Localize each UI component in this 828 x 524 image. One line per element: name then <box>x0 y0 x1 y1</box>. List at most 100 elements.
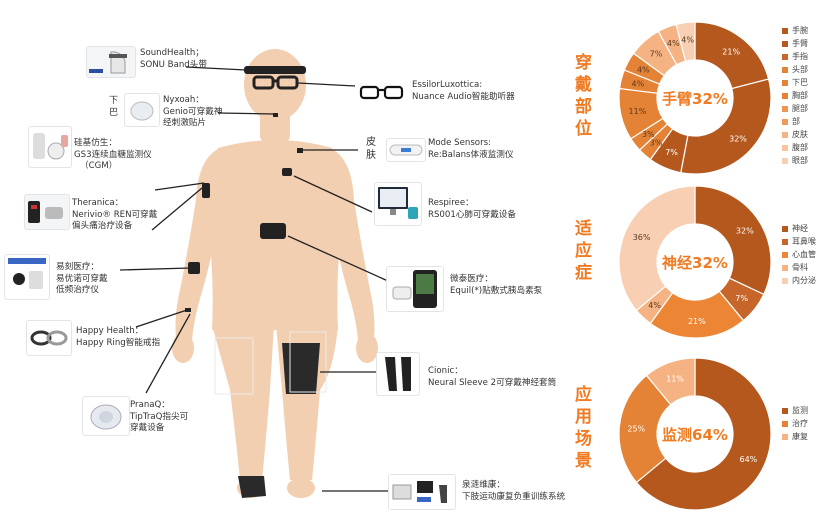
slice-data-label: 7% <box>650 50 663 59</box>
legend-entry: 眼部 <box>782 154 808 167</box>
legend-swatch <box>782 118 788 125</box>
donut-slice <box>645 357 696 406</box>
legend-entry: 部 <box>782 115 808 128</box>
legend-entry: 下巴 <box>782 76 808 89</box>
legend-label: 腹部 <box>792 143 808 152</box>
legend-label: 神经 <box>792 224 808 233</box>
donut-center-label: 手臂32% <box>662 90 728 108</box>
legend-swatch <box>782 277 788 284</box>
device-label-theranica: Theranica：Nerivio® REN可穿戴偏头痛治疗设备 <box>72 198 158 231</box>
legend-swatch <box>782 53 788 60</box>
legend-label: 腿部 <box>792 104 808 113</box>
legend-entry: 皮肤 <box>782 128 808 141</box>
donut-center-label: 监测64% <box>662 426 728 444</box>
device-label-nyxoah: Nyxoah：Genio可穿戴神经刺激贴片 <box>163 95 223 128</box>
legend-label: 手臂 <box>792 39 808 48</box>
legend-label: 皮肤 <box>792 130 808 139</box>
donut-chart-scenario: 64% 25% 11% 监测64% <box>618 357 772 511</box>
legend-swatch <box>782 157 788 164</box>
section-title-wear-location: 穿戴部位 <box>575 53 593 139</box>
legend-swatch <box>782 420 788 427</box>
chest-patch-device <box>282 168 292 176</box>
legend-entry: 骨科 <box>782 261 816 274</box>
legend-entry: 治疗 <box>782 417 808 430</box>
thumb-yikang <box>4 254 50 300</box>
donut-chart-wear-location: 21%32%7%3%3%11%4%4%7%4%4%手臂32% <box>618 21 772 175</box>
legend-entry: 耳鼻喉 <box>782 235 816 248</box>
device-label-essilor: EssilorLuxottica:Nuance Audio智能助听器 <box>412 80 515 102</box>
slice-data-label: 4% <box>648 301 661 310</box>
donut-slice <box>694 185 772 296</box>
legend-swatch <box>782 144 788 151</box>
donut-slice <box>680 78 772 175</box>
slice-data-label: 11% <box>629 107 647 116</box>
legend-wear-location: 手腕手臂手指头部下巴胸部腿部部皮肤腹部眼部 <box>782 24 808 167</box>
slice-data-label: 36% <box>633 233 651 242</box>
knee-sleeve-device <box>282 343 320 394</box>
legend-entry: 手指 <box>782 50 808 63</box>
device-label-cionic: Cionic：Neural Sleeve 2可穿戴神经套筒 <box>428 366 557 388</box>
donut-slice <box>635 357 772 511</box>
legend-label: 骨科 <box>792 263 808 272</box>
device-label-soundhealth: SoundHealth；SONU Band头带 <box>140 48 207 70</box>
legend-entry: 内分泌 <box>782 274 816 287</box>
device-label-microtech: 微泰医疗：Equil(*)贴敷式胰岛素泵 <box>450 274 543 296</box>
legend-swatch <box>782 238 788 245</box>
device-label-happy-health: Happy Health：Happy Ring智能戒指 <box>76 326 161 348</box>
legend-entry: 监测 <box>782 404 808 417</box>
legend-label: 手指 <box>792 52 808 61</box>
legend-entry: 神经 <box>782 222 816 235</box>
connector-lines <box>119 66 389 492</box>
legend-swatch <box>782 40 788 47</box>
legend-label: 部 <box>792 117 800 126</box>
donut-slice <box>675 21 696 62</box>
slice-data-label: 11% <box>666 374 684 383</box>
slice-data-label: 25% <box>627 424 645 433</box>
slice-data-label: 4% <box>637 66 650 75</box>
slice-data-label: 3% <box>642 130 655 139</box>
thumb-respiree <box>374 182 422 226</box>
legend-label: 治疗 <box>792 419 808 428</box>
donut-chart-indication: 32%7%21%4%36%神经32% <box>618 185 772 339</box>
chin-patch-device <box>273 113 278 117</box>
legend-entry: 心血管 <box>782 248 816 261</box>
arm-cgm-device <box>202 183 210 198</box>
legend-label: 眼部 <box>792 156 808 165</box>
slice-data-label: 4% <box>632 79 645 88</box>
foot-device <box>238 476 266 498</box>
legend-entry: 头部 <box>782 63 808 76</box>
legend-entry: 手腕 <box>782 24 808 37</box>
legend-swatch <box>782 264 788 271</box>
device-label-quanlian: 泉涟维康：下肢运动康复负重训练系统 <box>462 480 566 502</box>
slice-data-label: 32% <box>736 226 754 235</box>
slice-data-label: 7% <box>665 148 678 157</box>
side-tag-chin: 下 巴 <box>109 96 119 118</box>
legend-entry: 手臂 <box>782 37 808 50</box>
legend-label: 康复 <box>792 432 808 441</box>
legend-indication: 神经耳鼻喉心血管骨科内分泌 <box>782 222 816 287</box>
wrist-device <box>188 262 200 274</box>
slice-data-label: 4% <box>681 35 694 44</box>
legend-label: 心血管 <box>792 250 816 259</box>
slice-data-label: 7% <box>735 294 748 303</box>
legend-swatch <box>782 105 788 112</box>
device-label-gs3: 硅基仿生：GS3连续血糖监测仪（CGM） <box>74 138 152 171</box>
legend-swatch <box>782 131 788 138</box>
slice-data-label: 64% <box>739 455 757 464</box>
thumb-theranica <box>24 194 70 230</box>
glasses-device <box>252 75 299 90</box>
side-tag-skin: 皮 肤 <box>366 137 376 161</box>
thumb-mode-sensors <box>386 138 426 162</box>
thumb-soundhealth <box>86 46 136 78</box>
legend-entry: 腹部 <box>782 141 808 154</box>
legend-label: 耳鼻喉 <box>792 237 816 246</box>
legend-label: 胸部 <box>792 91 808 100</box>
thumb-pranaq <box>82 396 130 436</box>
ring-device <box>185 308 191 312</box>
legend-label: 手腕 <box>792 26 808 35</box>
legend-label: 监测 <box>792 406 808 415</box>
legend-swatch <box>782 433 788 440</box>
abdomen-pump-device <box>260 223 286 239</box>
device-label-respiree: Respiree：RS001心肺可穿戴设备 <box>428 198 516 220</box>
legend-label: 下巴 <box>792 78 808 87</box>
